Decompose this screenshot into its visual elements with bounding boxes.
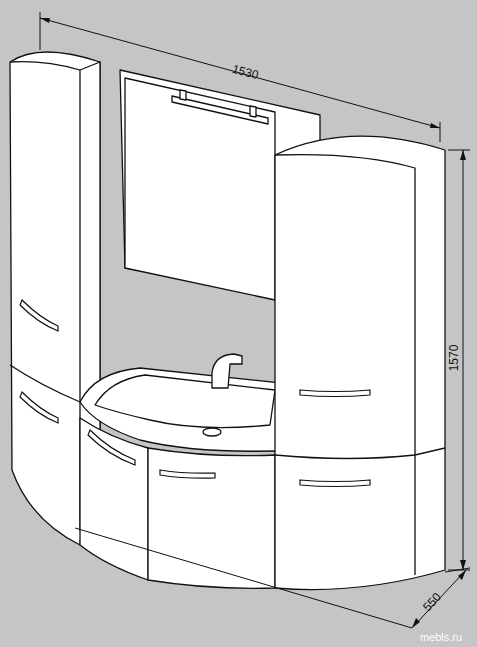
- faucet: [212, 354, 242, 388]
- dimension-depth: 550: [421, 591, 443, 614]
- mirror-door: [125, 78, 275, 300]
- left-cabinet-top: [10, 62, 80, 70]
- dimension-height: 1570: [448, 345, 460, 372]
- basin: [95, 375, 275, 428]
- lamp-holder: [180, 90, 256, 117]
- right-door: [148, 448, 275, 588]
- right-cabinet: [275, 136, 445, 589]
- dimension-width: 1530: [231, 63, 260, 82]
- right-cabinet-front: [275, 155, 415, 575]
- watermark: mebls.ru: [420, 632, 462, 643]
- left-door: [80, 418, 148, 580]
- drain: [203, 428, 221, 436]
- right-cabinet-split: [275, 448, 445, 459]
